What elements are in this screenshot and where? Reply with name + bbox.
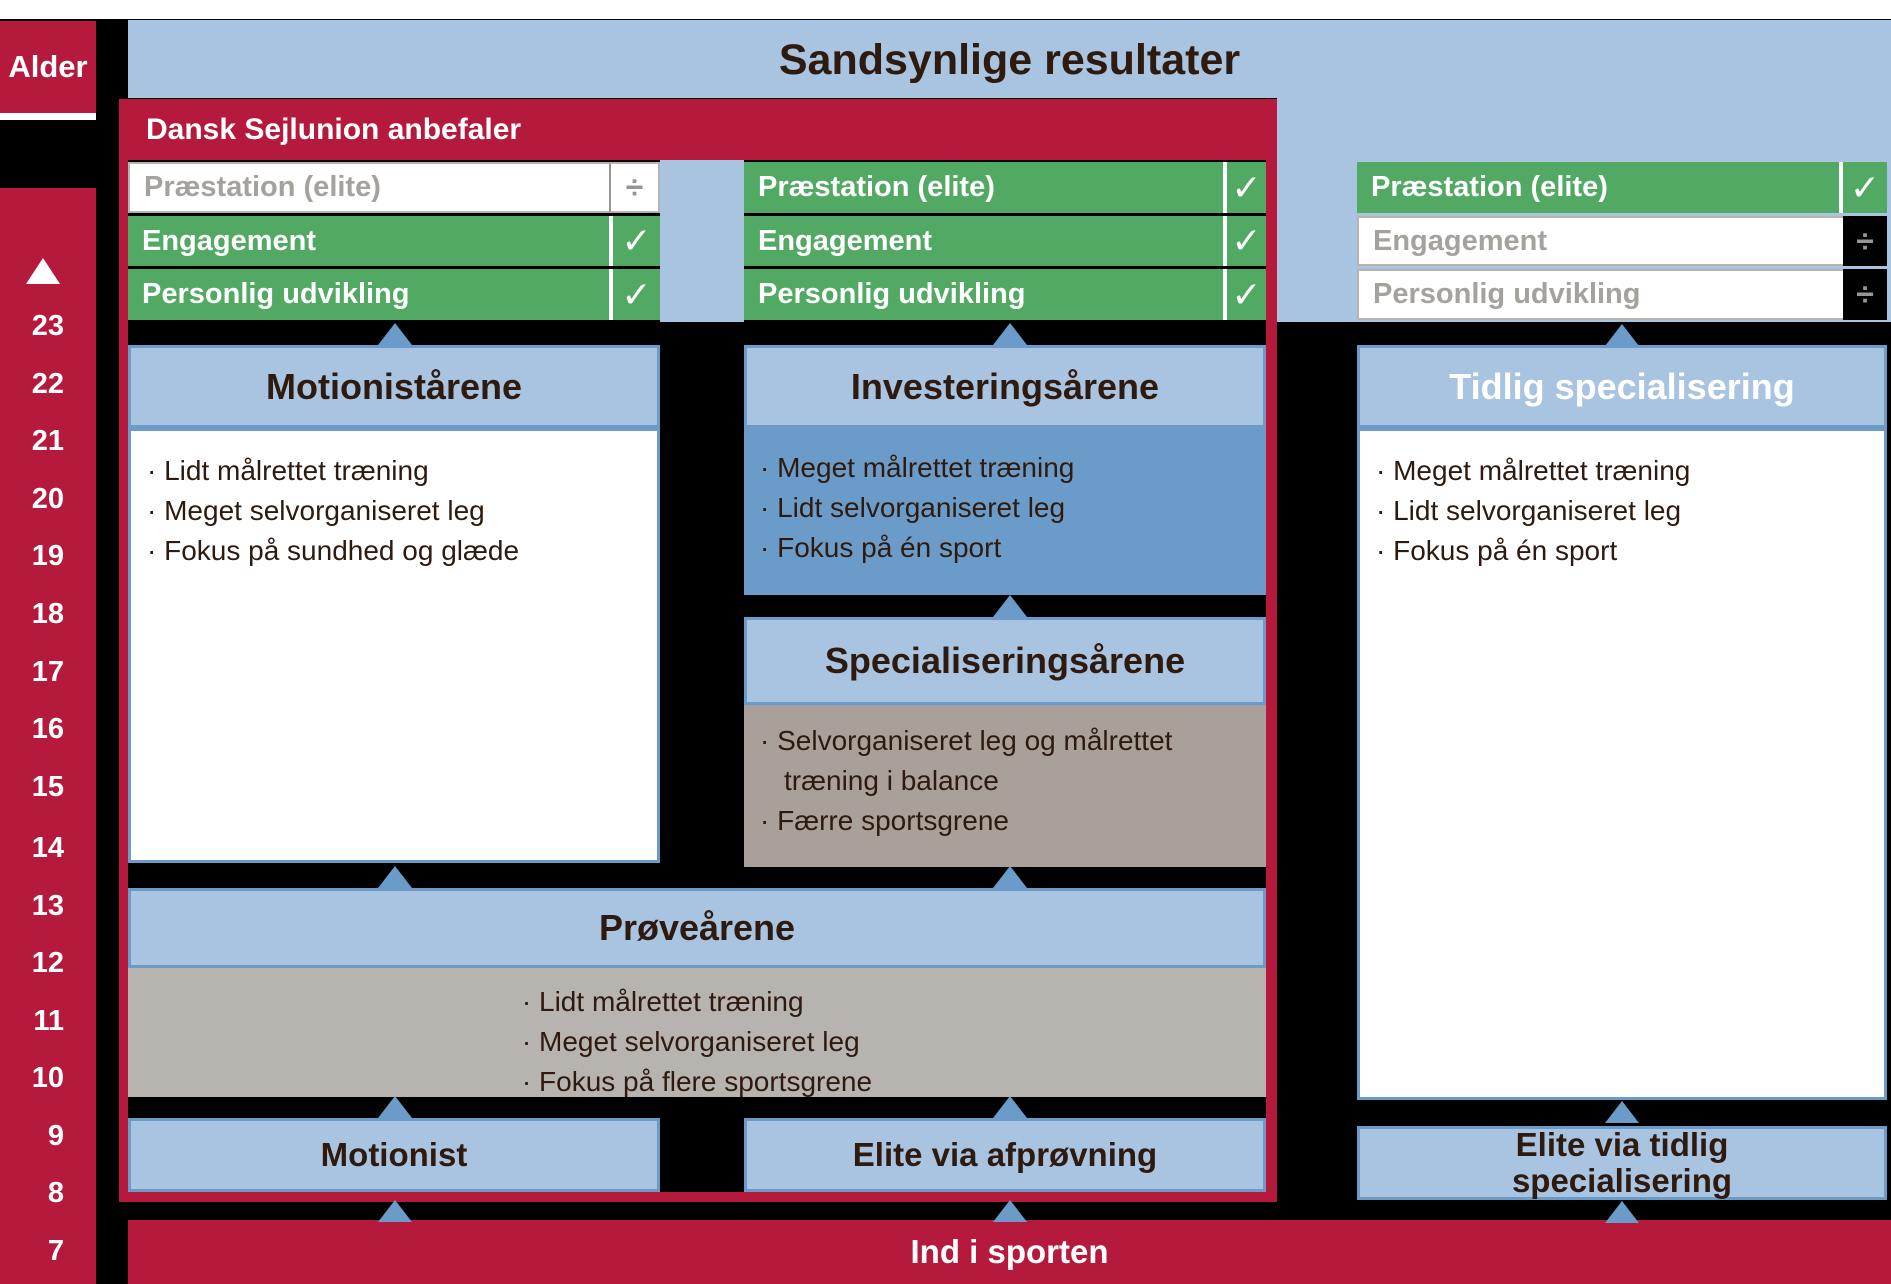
- checklist-row: Engagement ÷: [1357, 216, 1887, 266]
- checklist-row: Personlig udvikling ÷: [1357, 269, 1887, 320]
- checklist-label: Engagement: [1357, 216, 1843, 266]
- age-tick: 18: [31, 598, 64, 630]
- checklist-row: Personlig udvikling ✓: [744, 269, 1266, 320]
- box-body-specialization-years: Selvorganiseret leg og målrettet træning…: [744, 705, 1266, 867]
- age-tick: 13: [31, 890, 64, 922]
- bullet-item: Fokus på sundhed og glæde: [147, 531, 647, 571]
- check-icon: ✓: [609, 216, 660, 266]
- bullet-item: Selvorganiseret leg og målrettet træning…: [760, 721, 1256, 801]
- box-title-trial-years: Prøveårene: [128, 888, 1266, 968]
- top-margin-strip: [0, 0, 1891, 19]
- check-icon: ✓: [1223, 162, 1266, 213]
- age-tick: 23: [31, 310, 64, 342]
- recommendation-frame-bottom-border: [119, 1192, 1277, 1202]
- checklist-row: Præstation (elite) ✓: [1357, 162, 1887, 213]
- age-tick: 21: [31, 425, 64, 457]
- age-tick: 15: [31, 771, 64, 803]
- age-tick: 8: [47, 1177, 64, 1209]
- bullet-item: Fokus på én sport: [760, 528, 1256, 568]
- checklist-label: Præstation (elite): [744, 162, 1223, 213]
- checklist-label: Personlig udvikling: [128, 269, 609, 320]
- middle-blue-panel: [660, 160, 744, 322]
- up-arrow-icon: [1605, 1101, 1639, 1123]
- bullet-item: Lidt målrettet træning: [147, 451, 647, 491]
- recommendation-frame-right-border: [1266, 99, 1277, 1202]
- checklist-row: Engagement ✓: [744, 216, 1266, 266]
- age-tick: 17: [31, 656, 64, 688]
- up-arrow-icon: [993, 1096, 1027, 1118]
- age-axis: 23 22 21 20 19 18 17 16 15 14 13 12 11 1…: [0, 188, 96, 1284]
- checklist-label: Præstation (elite): [128, 162, 609, 213]
- checklist-label: Engagement: [128, 216, 609, 266]
- bullet-item: Meget selvorganiseret leg: [522, 1022, 872, 1062]
- box-title-motionist-years: Motionistårene: [128, 345, 660, 428]
- up-arrow-icon: [378, 866, 412, 888]
- up-arrow-icon: [993, 323, 1027, 345]
- bullet-item: Fokus på én sport: [1376, 531, 1874, 571]
- outcome-motionist: Motionist: [128, 1118, 660, 1192]
- up-arrow-icon: [378, 323, 412, 345]
- bullet-item: Meget målrettet træning: [1376, 451, 1874, 491]
- up-arrow-icon: [993, 1200, 1027, 1222]
- box-body-early-specialization: Meget målrettet træning Lidt selvorganis…: [1357, 428, 1887, 1100]
- bullet-item: Lidt selvorganiseret leg: [760, 488, 1256, 528]
- checklist-row: Engagement ✓: [128, 216, 660, 266]
- age-axis-title: Alder: [0, 21, 96, 113]
- up-arrow-icon: [993, 866, 1027, 888]
- recommendation-frame-left-border: [119, 99, 128, 1202]
- age-tick: 12: [31, 947, 64, 979]
- outcome-label: Elite via tidlig specialisering: [1511, 1126, 1733, 1199]
- check-icon: ✓: [1839, 162, 1887, 213]
- bullet-item: Lidt målrettet træning: [522, 982, 872, 1022]
- bullet-item: Fokus på flere sportsgrene: [522, 1062, 872, 1102]
- up-arrow-icon: [378, 1200, 412, 1222]
- check-icon: ✓: [609, 269, 660, 320]
- check-icon: ✓: [1223, 269, 1266, 320]
- checklist-label: Præstation (elite): [1357, 162, 1839, 213]
- age-tick: 19: [31, 540, 64, 572]
- box-body-trial-years: Lidt målrettet træning Meget selvorganis…: [128, 968, 1266, 1097]
- age-tick: 9: [47, 1120, 64, 1152]
- up-arrow-icon: [1605, 324, 1639, 346]
- outcome-elite-via-early-specialization: Elite via tidlig specialisering: [1357, 1126, 1887, 1200]
- age-tick: 11: [33, 1005, 64, 1037]
- box-title-early-specialization: Tidlig specialisering: [1357, 345, 1887, 428]
- divide-icon: ÷: [1843, 216, 1887, 266]
- age-tick: 20: [31, 483, 64, 515]
- entry-banner: Ind i sporten: [128, 1220, 1891, 1284]
- bullet-item: Meget selvorganiseret leg: [147, 491, 647, 531]
- checklist-label: Personlig udvikling: [1357, 269, 1843, 320]
- page-title: Sandsynlige resultater: [128, 20, 1891, 98]
- outcome-elite-via-testing: Elite via afprøvning: [744, 1118, 1266, 1192]
- age-tick: 22: [31, 368, 64, 400]
- divide-icon: ÷: [609, 162, 660, 213]
- age-tick: 7: [47, 1235, 64, 1267]
- box-title-specialization-years: Specialiseringsårene: [744, 617, 1266, 705]
- bullet-item: Lidt selvorganiseret leg: [1376, 491, 1874, 531]
- recommendation-banner: Dansk Sejlunion anbefaler: [128, 99, 1277, 160]
- bullet-item: Meget målrettet træning: [760, 448, 1256, 488]
- age-tick: 16: [31, 713, 64, 745]
- box-title-investment-years: Investeringsårene: [744, 345, 1266, 428]
- checklist-row: Præstation (elite) ✓: [744, 162, 1266, 213]
- up-arrow-icon: [993, 595, 1027, 617]
- checklist-row: Præstation (elite) ÷: [128, 162, 660, 213]
- bullet-item: Færre sportsgrene: [760, 801, 1256, 841]
- checklist-label: Engagement: [744, 216, 1223, 266]
- up-arrow-icon: [26, 258, 60, 284]
- age-tick: 14: [31, 832, 64, 864]
- up-arrow-icon: [1605, 1201, 1639, 1223]
- age-title-underline: [0, 113, 96, 120]
- up-arrow-icon: [378, 1096, 412, 1118]
- divide-icon: ÷: [1843, 269, 1887, 320]
- checklist-row: Personlig udvikling ✓: [128, 269, 660, 320]
- age-tick: 10: [31, 1062, 64, 1094]
- check-icon: ✓: [1223, 216, 1266, 266]
- box-body-investment-years: Meget målrettet træning Lidt selvorganis…: [744, 428, 1266, 595]
- box-body-motionist-years: Lidt målrettet træning Meget selvorganis…: [128, 428, 660, 863]
- checklist-label: Personlig udvikling: [744, 269, 1223, 320]
